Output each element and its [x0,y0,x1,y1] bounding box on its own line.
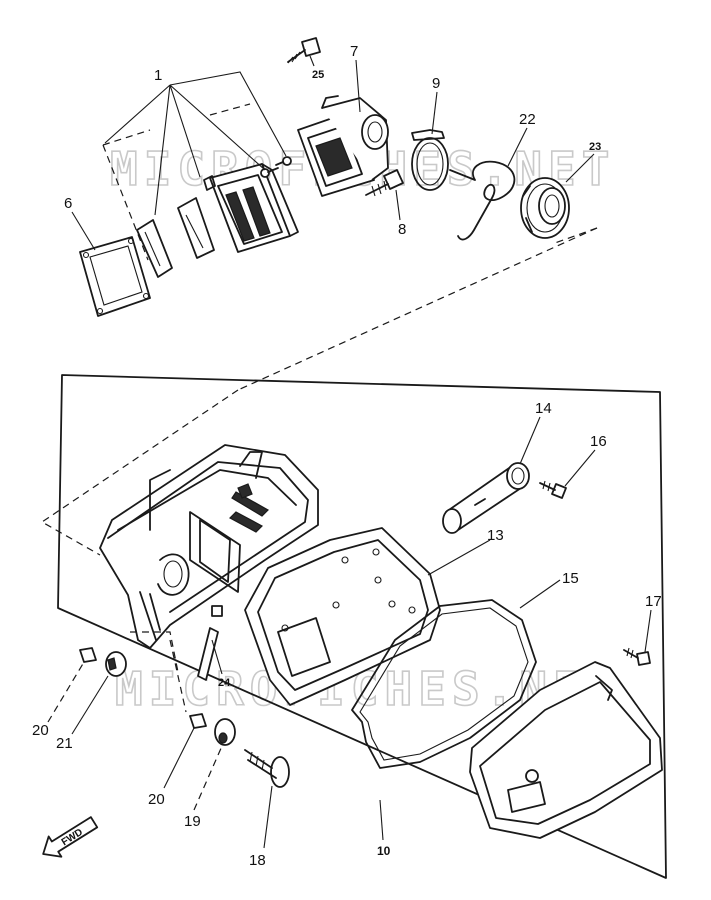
leader-10 [379,799,384,841]
leader-13 [427,539,491,576]
callout-25: 25 [312,69,324,81]
bolt-part-8 [365,169,404,197]
spring-part-22 [449,160,516,241]
grommet-part-21 [105,651,127,677]
leader-24 [211,639,223,675]
collar-part-20-left [79,647,97,663]
callout-20-left: 20 [32,722,49,739]
leader-21 [71,675,109,735]
callout-18: 18 [249,852,266,869]
hose-part-24 [197,627,219,681]
gasket-part-6 [79,236,151,317]
callout-13: 13 [487,527,504,544]
leader-23 [565,153,595,183]
screw-part-17 [623,647,651,666]
callout-22: 22 [519,111,536,128]
callout-7: 7 [350,43,358,60]
bolt-part-25 [287,37,321,64]
filter-element-part-13 [244,527,441,706]
leader-8 [395,189,401,221]
callout-20-right: 20 [148,791,165,808]
leader-18 [263,785,273,849]
leader-19 [193,745,223,811]
reed-screw-2 [275,156,292,166]
assembly-frame-part-10 [57,374,667,879]
leader-25 [309,55,315,67]
upper-assembly-outline [40,103,598,556]
reed-petal-right [177,197,215,259]
callout-19: 19 [184,813,201,830]
reed-screw-1 [260,167,279,178]
callout-6: 6 [64,195,72,212]
leader-1 [104,71,287,216]
manifold-part-7 [297,95,389,197]
dash-collar-20 [169,639,187,713]
leader-16 [564,449,596,487]
callout-14: 14 [535,400,552,417]
callout-21: 21 [56,735,73,752]
callout-9: 9 [432,75,440,92]
collar-part-20-right [189,713,207,729]
screw-part-16 [539,480,567,499]
leader-20-right [163,727,195,789]
callout-8: 8 [398,221,406,238]
callout-17: 17 [645,593,662,610]
clamp-part-9 [411,129,449,191]
leader-20-left [47,661,85,723]
callout-24: 24 [218,677,231,689]
dash-left-small-parts [130,631,179,673]
reed-petal-left [136,219,173,278]
callout-15: 15 [562,570,579,587]
seal-part-23 [520,177,570,239]
reed-valve-block [203,163,299,253]
pipe-part-14 [442,462,530,534]
leader-22 [507,127,528,167]
fwd-arrow-icon: FWD [42,816,99,858]
seal-part-15 [351,599,537,769]
air-filter-cap [469,661,663,839]
callout-23: 23 [589,141,601,153]
bolt-part-18 [244,749,290,788]
callout-1: 1 [154,67,162,84]
callout-10: 10 [377,844,391,858]
leader-15 [519,579,561,609]
leader-9 [431,91,438,135]
leader-7 [355,59,361,113]
leader-14 [519,416,541,465]
washer-part-19 [214,718,236,746]
air-filter-case [99,444,319,649]
leader-6 [71,211,96,251]
leader-17 [644,609,652,653]
callout-16: 16 [590,433,607,450]
